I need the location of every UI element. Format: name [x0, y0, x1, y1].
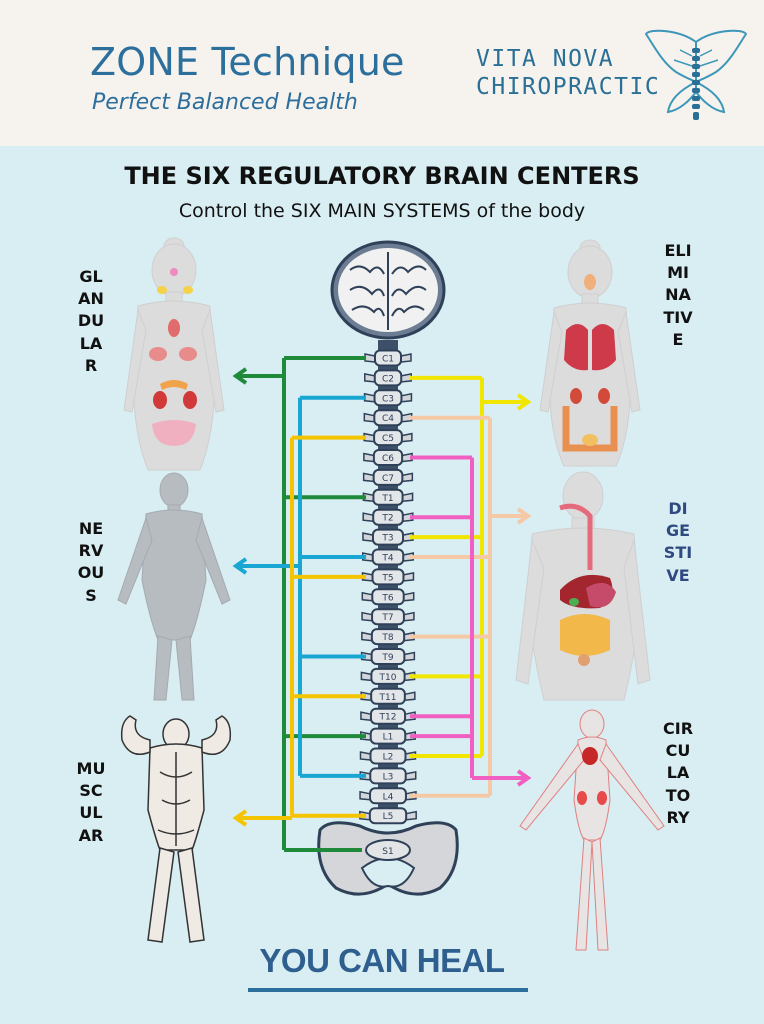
vertebra-label: L2 [383, 753, 394, 763]
vertebra-c7: C7 [362, 468, 414, 486]
vertebra-label: C7 [382, 474, 394, 484]
vertebra-t8: T8 [361, 628, 415, 646]
vertebra-label: T3 [381, 534, 393, 544]
brand-name-line1: VITA NOVA [476, 46, 615, 72]
vertebra-l5: L5 [359, 807, 417, 825]
muscular-body-figure [120, 715, 232, 943]
vertebra-t9: T9 [360, 648, 416, 665]
vertebra-label: L5 [383, 812, 394, 822]
footer-underline [248, 988, 528, 992]
footer-slogan: YOU CAN HEAL [259, 942, 505, 979]
vertebra-label: C4 [382, 414, 394, 424]
digestive-body-figure [515, 471, 651, 701]
vertebra-c4: C4 [363, 409, 413, 427]
vertebra-label: T1 [381, 494, 393, 504]
muscular-arrow-line-arrow [232, 809, 248, 827]
vertebra-t6: T6 [361, 588, 415, 606]
connector-lines [232, 356, 532, 852]
brain-illustration [330, 240, 446, 340]
vertebra-c2: C2 [364, 369, 412, 387]
vertebra-t7: T7 [361, 608, 415, 626]
vertebra-t10: T10 [360, 667, 416, 685]
vertebra-t3: T3 [362, 528, 414, 546]
glandular-body-figure [123, 237, 225, 471]
vertebra-label: L3 [383, 772, 394, 782]
circulatory-body-figure [519, 709, 665, 951]
nervous-body-figure [117, 472, 231, 701]
vertebra-label: C1 [382, 355, 394, 365]
vertebra-label: T6 [381, 593, 393, 603]
vertebra-t1: T1 [362, 488, 414, 506]
vertebra-c3: C3 [363, 389, 413, 407]
label-digestive: DIGESTIVE [663, 499, 693, 585]
vertebra-label: L4 [383, 792, 394, 802]
label-glandular: GLANDULAR [77, 267, 105, 375]
nervous-arrow-line-arrow [232, 557, 248, 575]
vertebra-label: C6 [382, 454, 394, 464]
label-circulatory: CIRCULATORY [663, 719, 694, 827]
label-nervous: NERVOUS [77, 519, 105, 605]
vertebra-t4: T4 [362, 548, 414, 566]
vertebra-l4: L4 [359, 787, 417, 805]
vertebra-label: C5 [382, 434, 394, 444]
vertebra-label: T5 [381, 573, 393, 583]
digestive-arrow-line-arrow [516, 507, 532, 525]
vertebra-label: T9 [381, 653, 393, 663]
glandular-arrow-line-arrow [232, 367, 248, 385]
vertebra-label: L1 [383, 733, 394, 743]
vertebra-c1: C1 [364, 349, 412, 367]
vertebra-label: T2 [381, 514, 393, 524]
vertebra-l3: L3 [359, 767, 417, 785]
sacrum-label: S1 [382, 847, 393, 857]
page-title: ZONE Technique [90, 40, 405, 84]
page-subtitle: Perfect Balanced Health [92, 90, 358, 115]
vertebra-label: T12 [379, 713, 397, 723]
brand-name-line2: CHIROPRACTIC [476, 74, 661, 100]
vertebra-label: C2 [382, 374, 394, 384]
vertebra-c5: C5 [363, 429, 413, 447]
vertebra-t2: T2 [362, 508, 414, 526]
butterfly-spine-icon [644, 29, 748, 120]
label-eliminative: ELIMINATIVE [663, 241, 693, 349]
vertebra-t11: T11 [360, 687, 416, 705]
vertebra-l2: L2 [359, 747, 417, 765]
vertebra-label: T11 [379, 693, 397, 703]
vertebra-t5: T5 [361, 568, 415, 586]
vertebra-label: T8 [381, 633, 393, 643]
vertebra-c6: C6 [363, 449, 413, 466]
eliminative-body-figure [539, 239, 641, 467]
vertebrae-column: C1C2C3C4C5C6C7T1T2T3T4T5T6T7T8T9T10T11T1… [359, 349, 417, 825]
vertebra-label: T4 [381, 554, 393, 564]
section-subheading: Control the SIX MAIN SYSTEMS of the body [178, 200, 586, 222]
vertebra-label: C3 [382, 394, 394, 404]
vertebra-l1: L1 [359, 727, 417, 745]
header-bar [0, 0, 764, 146]
eliminative-arrow-line-arrow [516, 393, 532, 411]
vertebra-label: T10 [379, 673, 397, 683]
vertebra-label: T7 [381, 613, 393, 623]
vertebra-t12: T12 [360, 707, 416, 725]
pelvis-illustration [317, 821, 459, 896]
circulatory-arrow-line-arrow [516, 769, 532, 787]
label-muscular: MUSCULAR [76, 759, 106, 845]
section-heading: THE SIX REGULATORY BRAIN CENTERS [124, 162, 640, 190]
